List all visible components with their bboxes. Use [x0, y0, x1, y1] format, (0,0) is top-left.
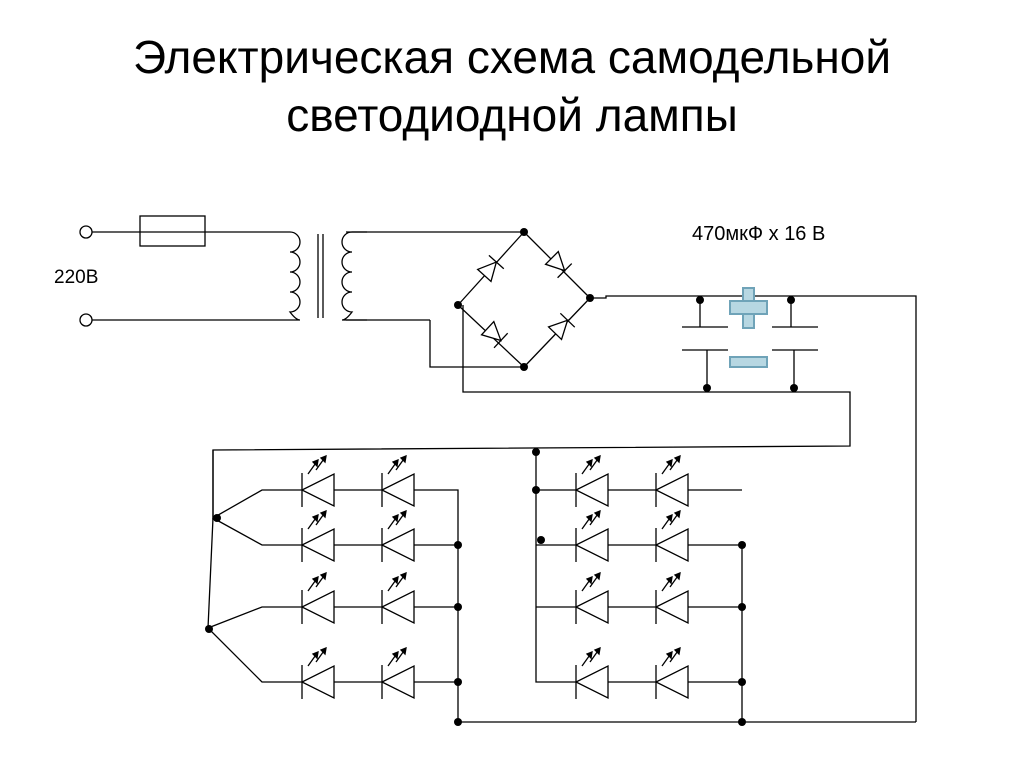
junction-dot: [790, 384, 798, 392]
junction-dot: [586, 294, 594, 302]
led-icon: [574, 509, 609, 563]
led-icon: [300, 454, 335, 508]
junction-dot: [696, 296, 704, 304]
junction-dot: [454, 678, 462, 686]
terminal-icon: [79, 225, 93, 239]
led-icon: [654, 454, 689, 508]
led-icon: [300, 646, 335, 700]
transformer-icon: [266, 231, 367, 321]
led-icon: [380, 571, 415, 625]
led-icon: [654, 646, 689, 700]
junction-dot: [703, 384, 711, 392]
junction-dot: [454, 301, 462, 309]
junction-dot: [520, 363, 528, 371]
junction-dot: [532, 486, 540, 494]
led-icon: [380, 646, 415, 700]
input-voltage-label: 220В: [54, 267, 98, 288]
junction-dot: [205, 625, 213, 633]
title-line-1: Электрическая схема самодельной: [132, 31, 892, 83]
led-icon: [654, 571, 689, 625]
junction-dot: [738, 718, 746, 726]
capacitor-icon: [772, 296, 818, 392]
junction-dot: [532, 448, 540, 456]
junction-dot: [738, 678, 746, 686]
terminal-icon: [79, 313, 93, 327]
capacitor-icon: [682, 296, 728, 392]
diode-icon: [480, 320, 509, 349]
junction-dot: [738, 603, 746, 611]
junction-dot: [738, 541, 746, 549]
diode-icon: [544, 250, 573, 279]
led-icon: [300, 509, 335, 563]
led-icon: [380, 509, 415, 563]
fuse-icon: [139, 215, 206, 247]
plus-polarity-icon: [729, 287, 768, 329]
led-icon: [574, 646, 609, 700]
led-icon: [300, 571, 335, 625]
led-icon: [574, 571, 609, 625]
led-icon: [380, 454, 415, 508]
diode-icon: [476, 254, 505, 283]
junction-dot: [454, 718, 462, 726]
capacitor-rating-label: 470мкФ х 16 В: [692, 223, 825, 245]
led-icon: [574, 454, 609, 508]
minus-polarity-icon: [729, 356, 768, 368]
junction-dot: [454, 603, 462, 611]
junction-dot: [213, 514, 221, 522]
led-icon: [654, 509, 689, 563]
diode-bridge: [457, 231, 591, 368]
junction-dot: [520, 228, 528, 236]
junction-dot: [454, 541, 462, 549]
title-line-2: светодиодной лампы: [286, 89, 738, 141]
junction-dot: [787, 296, 795, 304]
slide-title: Электрическая схема самодельной светодио…: [0, 28, 1024, 144]
diode-icon: [547, 312, 576, 341]
junction-dot: [537, 536, 545, 544]
